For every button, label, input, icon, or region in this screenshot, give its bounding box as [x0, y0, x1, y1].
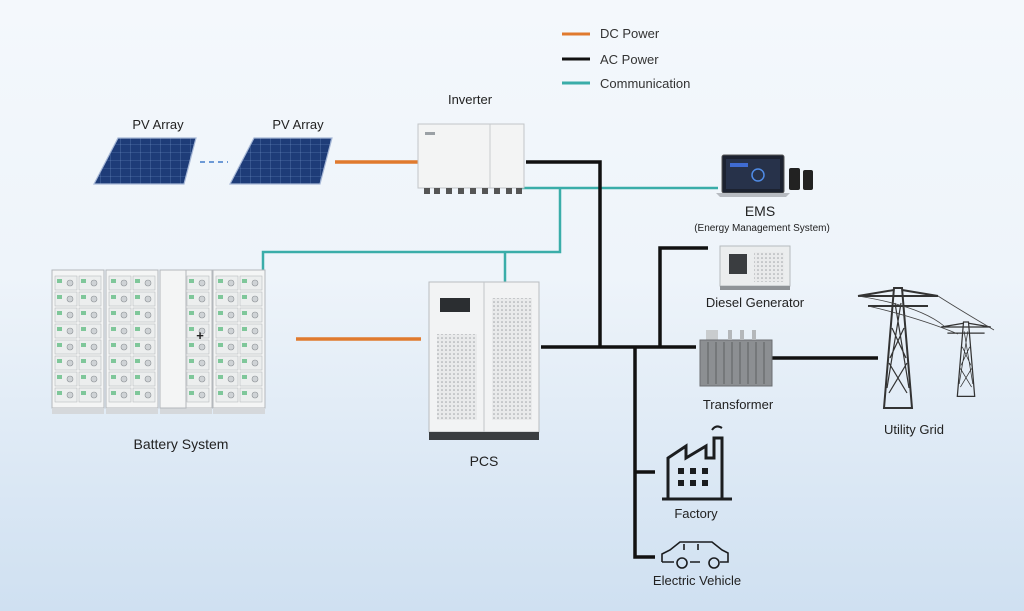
- factory-label: Factory: [674, 506, 718, 521]
- comm-line-battery: [261, 188, 562, 270]
- plus-sign: +: [196, 328, 204, 343]
- ems-full-name: (Energy Management System): [694, 223, 830, 234]
- dc-power-lines: [296, 160, 421, 341]
- inverter-icon: [417, 123, 525, 189]
- pv-array-2: PV Array: [229, 117, 333, 185]
- ac-line-generator: [658, 246, 708, 347]
- utility-grid-label: Utility Grid: [884, 422, 944, 437]
- ems: EMS (Energy Management System): [694, 154, 830, 234]
- diesel-generator-icon: [719, 245, 791, 290]
- phone-icon: [803, 170, 813, 190]
- inverter: Inverter: [417, 92, 525, 194]
- battery-system-label: Battery System: [134, 436, 229, 452]
- ems-label: EMS: [745, 203, 775, 219]
- utility-grid: Utility Grid: [857, 287, 995, 437]
- solar-panel-icon: [229, 137, 333, 185]
- legend-label-dc: DC Power: [600, 26, 660, 41]
- pv-array-2-label: PV Array: [272, 117, 324, 132]
- ac-line-ev: [633, 347, 655, 559]
- battery-rack-icon: [52, 270, 212, 414]
- power-tower-icon: [857, 287, 995, 409]
- legend-item-communication: Communication: [562, 76, 690, 91]
- solar-panel-icon: [93, 137, 197, 185]
- diesel-generator: Diesel Generator: [706, 245, 805, 310]
- legend-label-ac: AC Power: [600, 52, 659, 67]
- laptop-icon: [716, 154, 790, 197]
- tablet-icon: [789, 168, 800, 190]
- electric-vehicle: Electric Vehicle: [653, 541, 741, 588]
- ac-power-lines: [526, 160, 878, 559]
- factory-icon: [662, 425, 732, 501]
- communication-lines: [261, 186, 718, 282]
- battery-rack-icon: [213, 270, 265, 414]
- legend: DC Power AC Power Communication: [562, 26, 690, 91]
- pv-array-1: PV Array: [93, 117, 197, 185]
- legend-item-ac-power: AC Power: [562, 52, 659, 67]
- inverter-label: Inverter: [448, 92, 493, 107]
- car-icon: [661, 541, 729, 569]
- transformer: Transformer: [699, 330, 774, 412]
- factory: Factory: [662, 425, 732, 521]
- ac-line-inverter: [526, 160, 602, 347]
- legend-label-comm: Communication: [600, 76, 690, 91]
- pv-array-1-label: PV Array: [132, 117, 184, 132]
- pcs-label: PCS: [470, 453, 499, 469]
- pcs-cabinet-icon: [428, 281, 540, 440]
- legend-item-dc-power: DC Power: [562, 26, 660, 41]
- transformer-icon: [699, 330, 773, 387]
- pcs: PCS: [428, 281, 540, 469]
- battery-system: + Battery System: [52, 269, 265, 452]
- transformer-label: Transformer: [703, 397, 774, 412]
- diesel-generator-label: Diesel Generator: [706, 295, 805, 310]
- electric-vehicle-label: Electric Vehicle: [653, 573, 741, 588]
